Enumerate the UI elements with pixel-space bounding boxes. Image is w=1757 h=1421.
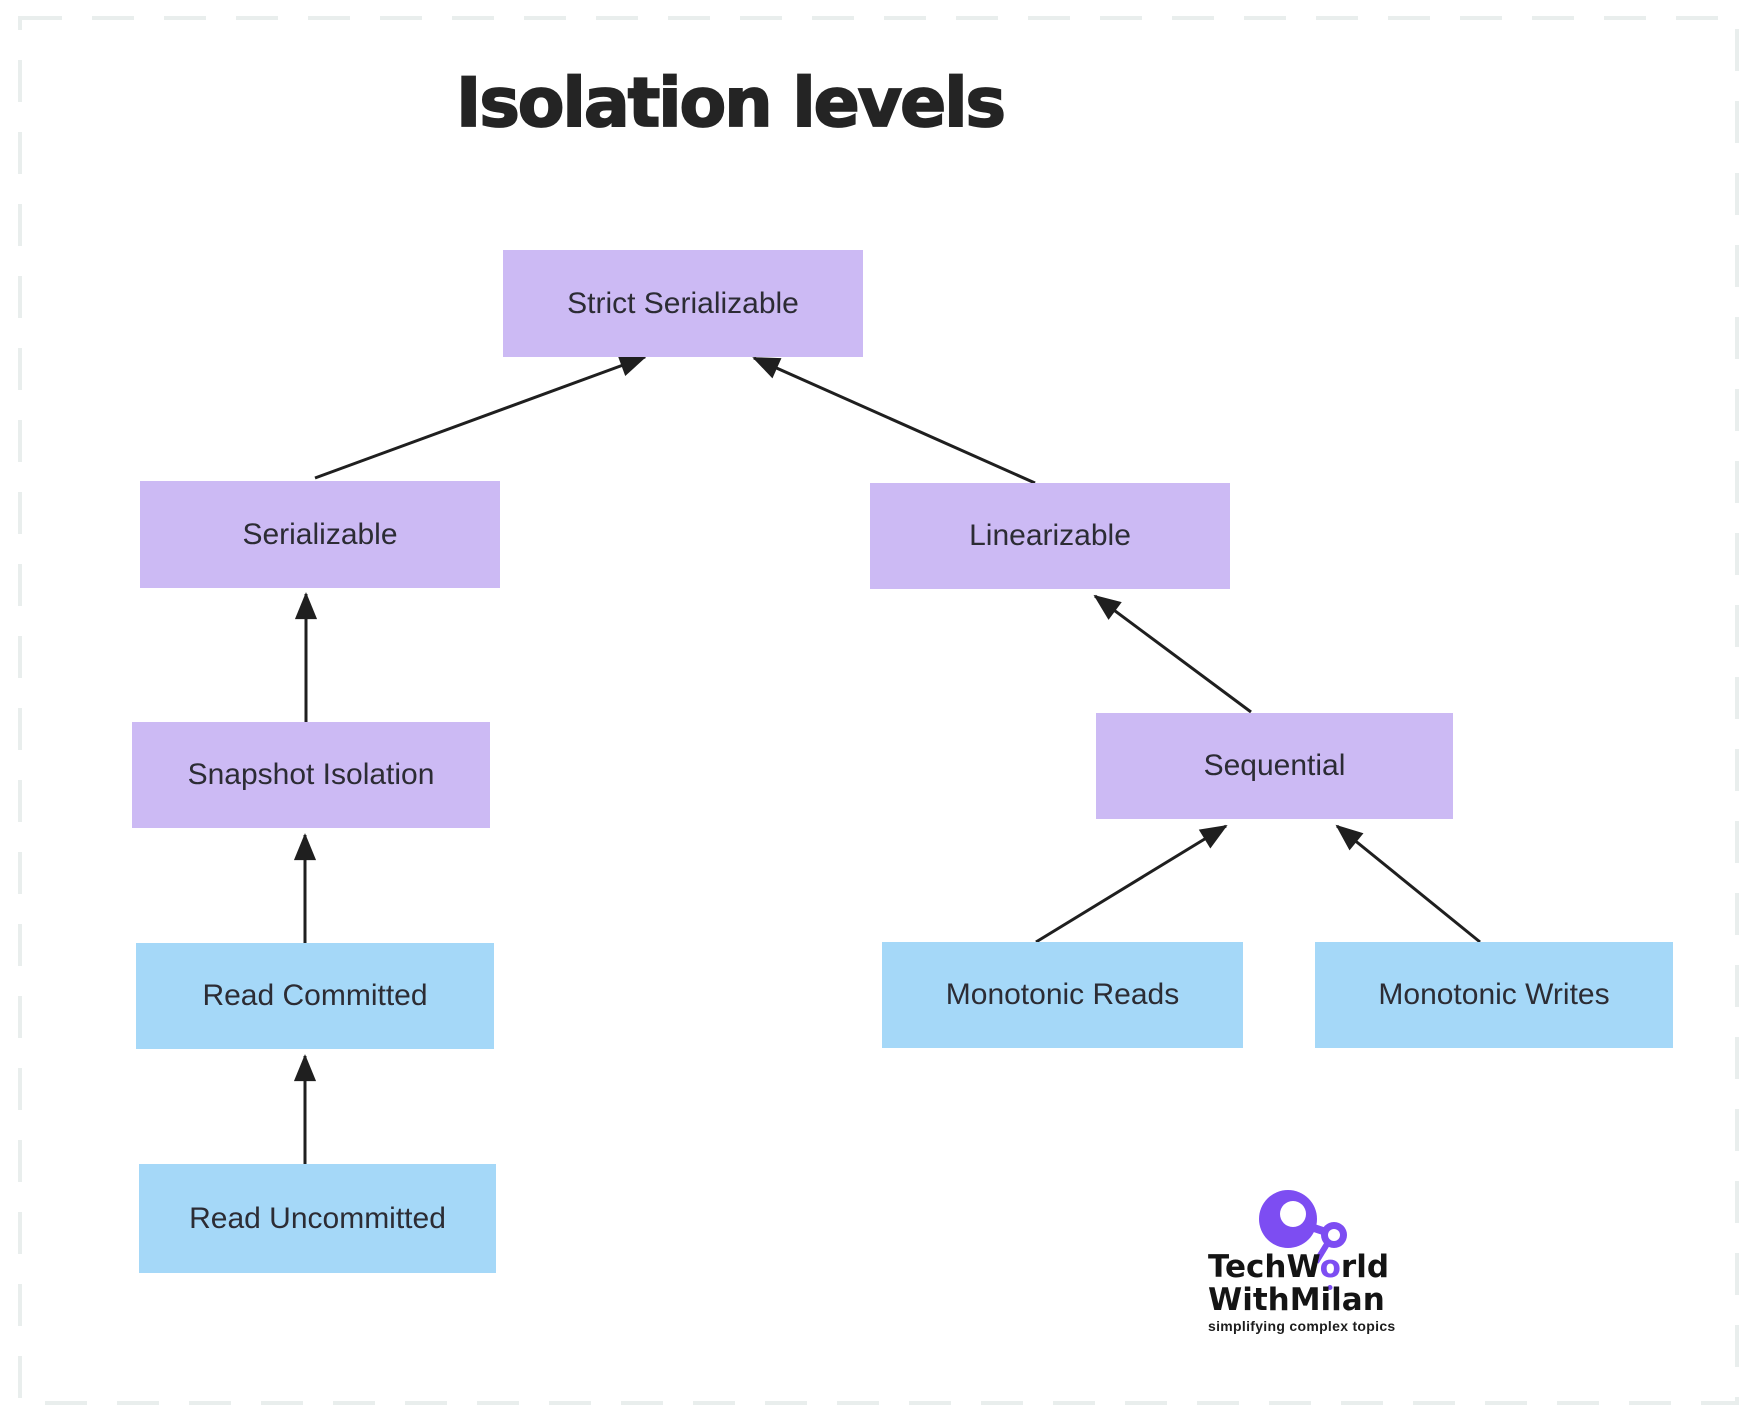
node-monotonic-writes-label: Monotonic Writes [1378,978,1610,1011]
node-read-committed-label: Read Committed [202,979,428,1012]
node-serializable: Serializable [140,481,500,588]
molecule-icon [1259,1190,1347,1264]
edge-monotonicreads-to-sequential-arrow [1035,824,1228,944]
edge-serializable-to-strict-arrow [314,355,647,480]
node-monotonic-reads-label: Monotonic Reads [945,978,1180,1011]
node-strict-serializable-label: Strict Serializable [567,286,799,320]
node-monotonic-reads: Monotonic Reads [882,942,1243,1048]
node-snapshot-isolation: Snapshot Isolation [132,722,490,828]
node-sequential: Sequential [1096,713,1453,819]
node-linearizable: Linearizable [870,483,1230,589]
node-linearizable-label: Linearizable [969,519,1131,552]
node-snapshot-isolation-label: Snapshot Isolation [187,758,435,791]
logo-line1-post: rld [1340,1249,1390,1285]
edge-sequential-to-linearizable-arrow [1093,594,1252,714]
edge-linearizable-to-strict-arrow [752,356,1036,485]
page-title: Isolation levels [455,63,1007,144]
node-monotonic-writes: Monotonic Writes [1315,942,1673,1048]
logo-line1-pre: TechW [1208,1249,1320,1285]
node-serializable-label: Serializable [242,517,398,551]
node-read-uncommitted: Read Uncommitted [139,1164,496,1273]
logo-line2: WithMilan [1208,1282,1385,1318]
node-sequential-label: Sequential [1203,749,1346,782]
logo-line1: TechWorld [1208,1252,1389,1283]
logo-tagline: simplifying complex topics [1208,1318,1396,1334]
node-read-uncommitted-label: Read Uncommitted [189,1201,446,1235]
node-read-committed: Read Committed [136,943,494,1049]
edge-monotonicwrites-to-sequential-arrow [1335,824,1481,944]
logo-o-glyph: o [1319,1249,1341,1285]
node-strict-serializable: Strict Serializable [503,250,863,357]
